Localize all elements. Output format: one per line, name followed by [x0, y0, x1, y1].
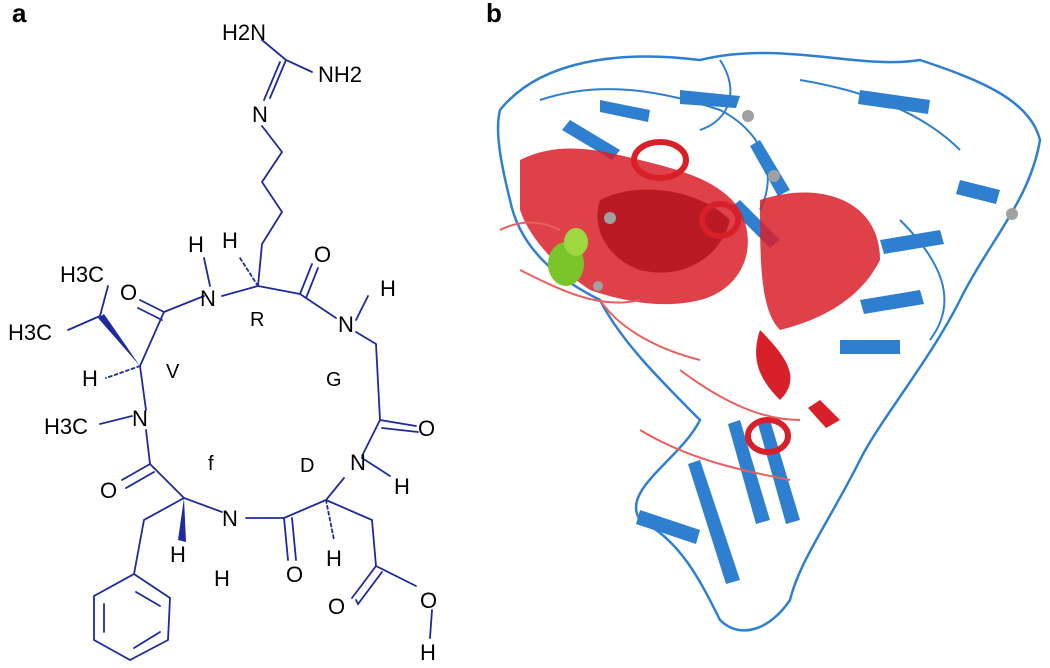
atom-label: N: [252, 102, 268, 127]
panel-b-label: b: [486, 0, 502, 28]
residue-label-D: D: [300, 455, 314, 477]
atom-label: N: [222, 506, 238, 531]
atom-label: O: [328, 594, 345, 619]
residue-label-f: f: [208, 453, 214, 475]
atom-label: H: [420, 640, 436, 665]
panel-a-label: a: [12, 0, 27, 28]
protein-ribbon: [496, 51, 1042, 632]
structural-formula: [67, 39, 433, 662]
ion-sphere: [1006, 208, 1018, 220]
atom-label: H: [394, 474, 410, 499]
atom-label: H3C: [8, 320, 52, 345]
atom-label: H: [82, 366, 98, 391]
residue-label-V: V: [166, 361, 180, 383]
atom-label: N: [350, 450, 366, 475]
atom-label: N: [338, 312, 354, 337]
atom-label: NH2: [318, 62, 362, 87]
atom-label: H: [222, 228, 238, 253]
ion-sphere: [742, 110, 754, 122]
ion-sphere: [604, 212, 616, 224]
atom-label: O: [420, 588, 437, 613]
atom-label: H: [170, 542, 186, 567]
ion-sphere: [593, 281, 603, 291]
atom-label: H3C: [60, 262, 104, 287]
atom-label: N: [200, 286, 216, 311]
atom-label: H2N: [222, 20, 266, 45]
atom-label: O: [286, 562, 303, 587]
atom-label: O: [120, 280, 137, 305]
atom-label: H: [326, 546, 342, 571]
atom-label: N: [132, 406, 148, 431]
atom-label: H: [214, 566, 230, 591]
atom-label: H3C: [44, 414, 88, 439]
atom-label: O: [418, 416, 435, 441]
atom-label: H: [380, 276, 396, 301]
atom-label: O: [314, 242, 331, 267]
residue-label-G: G: [326, 369, 342, 391]
ion-sphere: [768, 170, 780, 182]
atom-label: H: [188, 232, 204, 257]
residue-label-R: R: [250, 309, 264, 331]
atom-label: O: [100, 478, 117, 503]
